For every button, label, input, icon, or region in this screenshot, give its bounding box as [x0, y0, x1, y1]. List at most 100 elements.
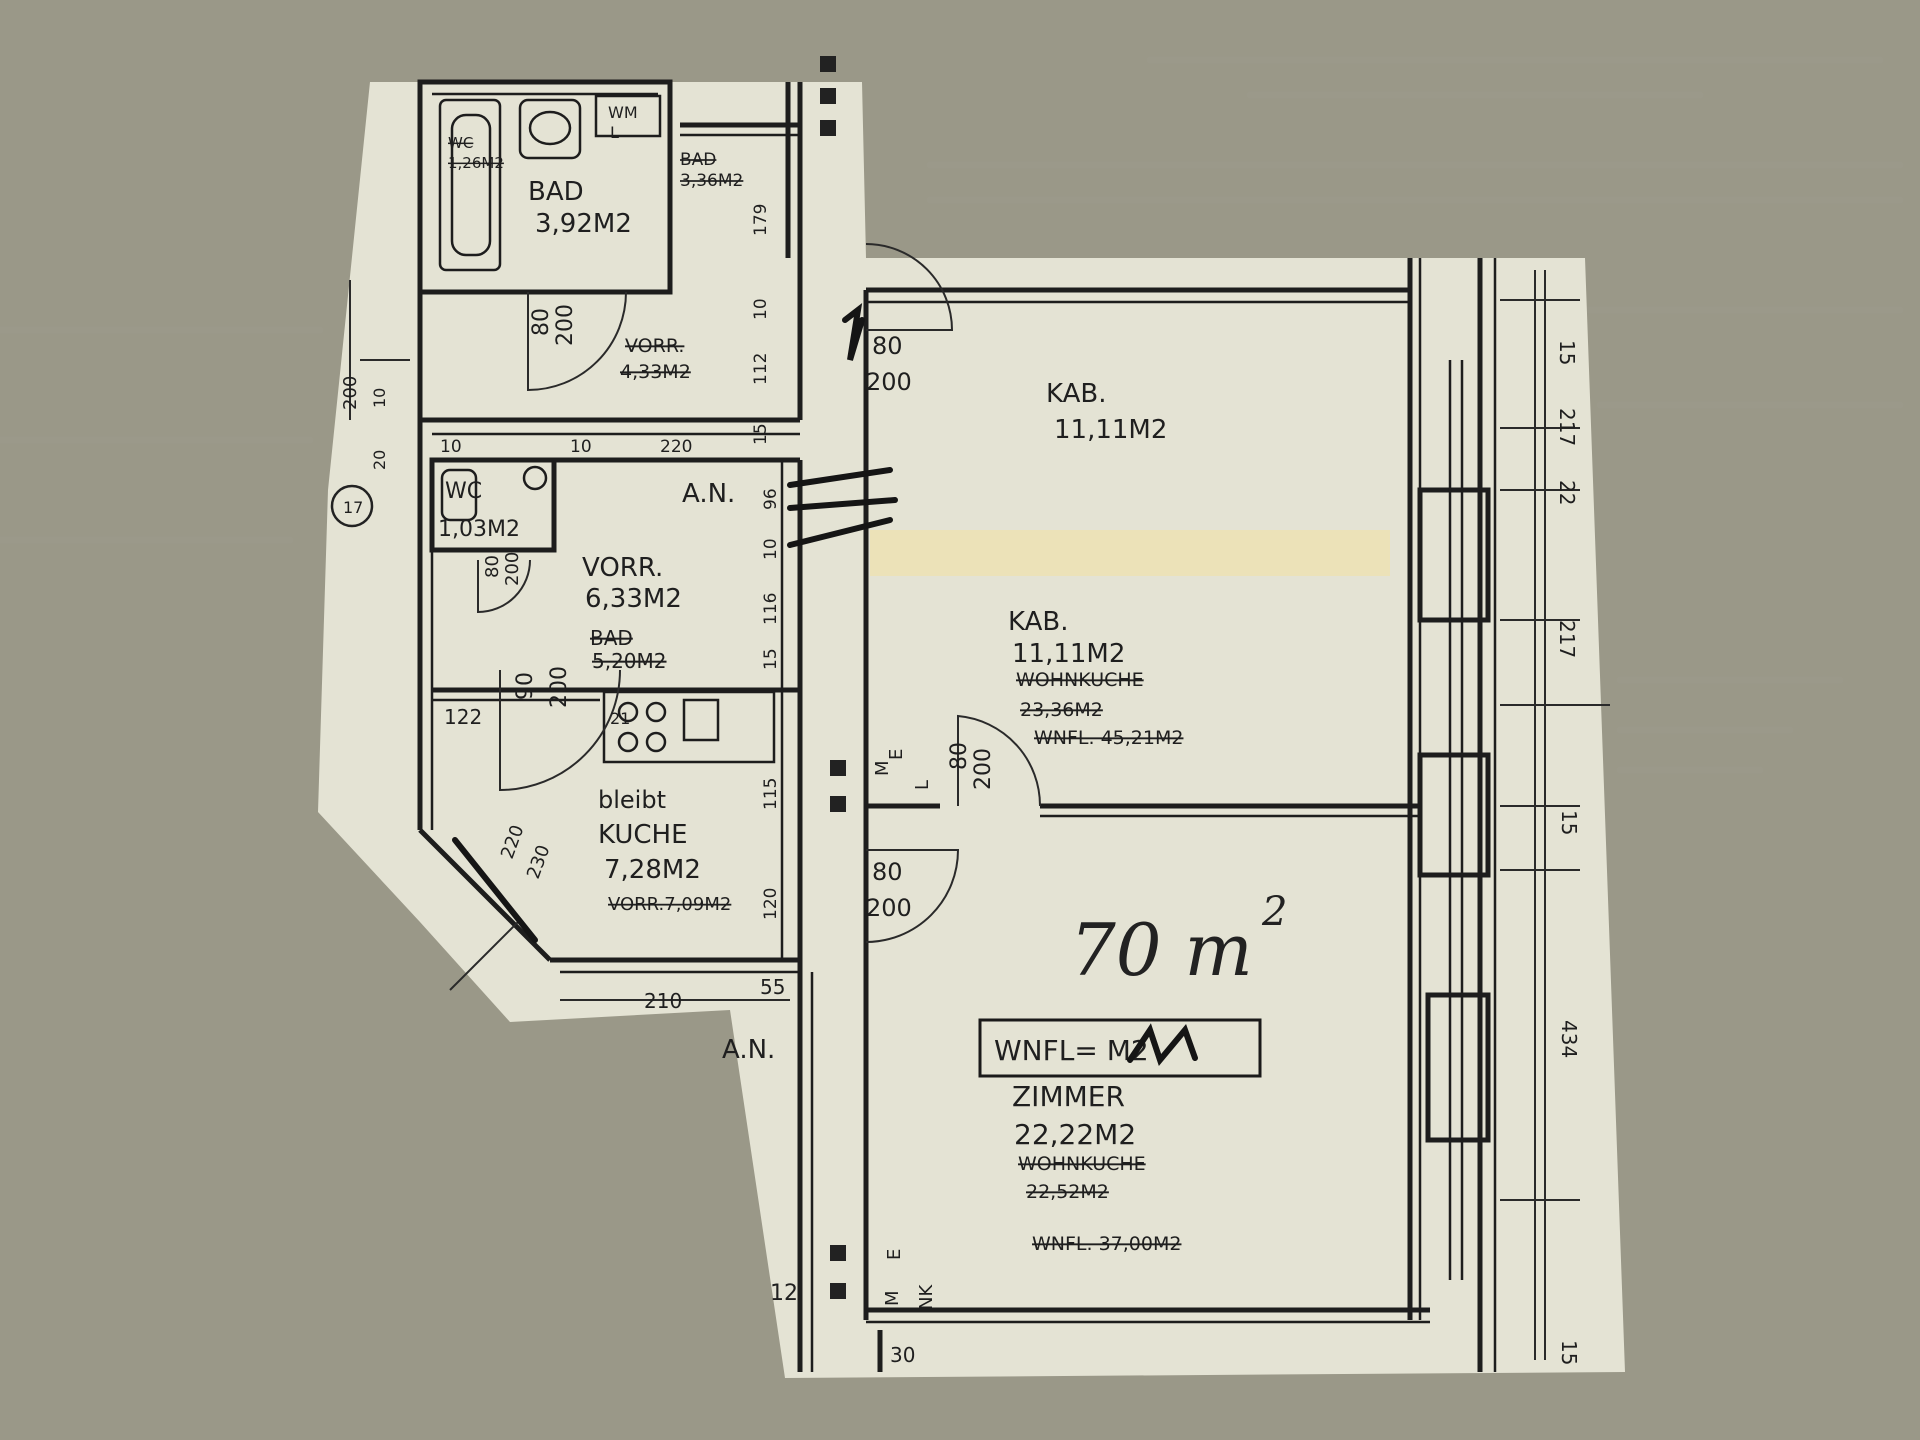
- room-old-kueche: VORR.7,09M2: [608, 894, 731, 915]
- room-name-wc-top: WC: [448, 134, 473, 152]
- dim-96: 96: [761, 488, 781, 510]
- room-old2-kab2: 23,36M2: [1020, 699, 1103, 721]
- dim-20: 20: [370, 450, 389, 470]
- room-area-bad-struck: 5,20M2: [592, 649, 667, 673]
- dim-200-h: 200: [340, 376, 361, 410]
- dim-10-a: 10: [751, 298, 771, 320]
- room-name-vorr: VORR.: [582, 553, 663, 583]
- room-area-bad: 3,92M2: [535, 209, 632, 239]
- dim-90: 90: [513, 672, 538, 700]
- sanitary-fixtures: [438, 94, 662, 522]
- meter-labels: M E L M E NK: [820, 56, 937, 1310]
- dim-80-e: 80: [482, 555, 503, 578]
- room-name-an-lower: A.N.: [722, 1035, 775, 1065]
- room-name-an-upper: A.N.: [682, 479, 735, 509]
- room-area-kab2: 11,11M2: [1012, 639, 1125, 669]
- meter-nk: NK: [916, 1284, 937, 1310]
- dim-10-d: 10: [570, 437, 592, 457]
- plan-paper-cutout: [318, 82, 1625, 1378]
- room-area-vorr-top: 4,33M2: [620, 361, 691, 383]
- socket-icon: [830, 796, 846, 812]
- room-sub-wm: L: [610, 123, 619, 142]
- room-area-bad-small: 3,36M2: [680, 171, 743, 191]
- dim-10-e: 10: [370, 388, 389, 408]
- dim-30: 30: [890, 1343, 915, 1367]
- dim-112: 112: [751, 353, 771, 385]
- dim-434: 434: [1557, 1020, 1581, 1058]
- tape-strip: [870, 530, 1390, 576]
- scribble-marks: [452, 303, 898, 943]
- room-name-bad-small: BAD: [680, 150, 716, 170]
- dim-200-b: 200: [866, 894, 912, 922]
- dim-210: 210: [644, 989, 682, 1013]
- room-area-kab1: 11,11M2: [1054, 415, 1167, 445]
- dim-200-c: 200: [971, 748, 996, 790]
- room-old3-kab2: WNFL. 45,21M2: [1034, 727, 1183, 749]
- room-labels: BAD 3,92M2 BAD 3,36M2 WC 1,26M2 WM L VOR…: [438, 103, 1183, 1255]
- room-old3-zimmer: WNFL. 37,00M2: [1032, 1233, 1181, 1255]
- dim-200-e: 200: [502, 552, 523, 586]
- room-area-wc-top: 1,26M2: [448, 154, 504, 172]
- socket-icon: [820, 88, 836, 104]
- room-name-bad: BAD: [528, 177, 584, 207]
- dimension-lines: [349, 270, 1610, 1360]
- meter-m-2: M: [882, 1290, 903, 1306]
- room-area-zimmer: 22,22M2: [1014, 1118, 1136, 1151]
- wnfl-label: WNFL= M2: [994, 1034, 1149, 1067]
- room-area-vorr: 6,33M2: [585, 584, 682, 614]
- room-name-wm: WM: [608, 103, 638, 122]
- walls: [417, 79, 1497, 1372]
- meter-m-1: M: [872, 760, 893, 776]
- dim-122: 122: [444, 705, 482, 729]
- room-name-bad-struck: BAD: [590, 626, 633, 650]
- dim-80-c: 80: [947, 742, 972, 770]
- room-old1-kab2: WOHNKUCHE: [1016, 669, 1144, 691]
- socket-icon: [830, 1283, 846, 1299]
- dim-179: 179: [751, 204, 771, 236]
- room-old1-zimmer: WOHNKUCHE: [1018, 1153, 1146, 1175]
- room-area-wc: 1,03M2: [438, 517, 520, 542]
- dim-15-b: 15: [1557, 810, 1581, 835]
- socket-icon: [830, 760, 846, 776]
- background-typed-text: [0, 56, 1904, 774]
- meter-e-2: E: [884, 1249, 905, 1260]
- kitchen-prefix: bleibt: [598, 786, 666, 814]
- dim-55: 55: [760, 975, 785, 999]
- dim-15-a: 15: [1555, 340, 1579, 365]
- room-name-kab1: KAB.: [1046, 379, 1106, 409]
- dim-200-f: 200: [547, 666, 572, 708]
- dim-217-b: 217: [1555, 620, 1579, 658]
- dimension-labels: 80 200 80 200 80 200 80 200 80 200 90 20…: [340, 204, 1581, 1367]
- meter-l-1: L: [912, 780, 933, 790]
- dim-15-e: 15: [761, 648, 781, 670]
- wnfl-scribble: [1127, 1023, 1198, 1067]
- dim-12: 12: [770, 1281, 798, 1306]
- handwritten-total-area: 70 m: [1070, 908, 1253, 992]
- dim-217-a: 217: [1555, 408, 1579, 446]
- dim-10-c: 10: [440, 437, 462, 457]
- dim-80-d: 80: [529, 308, 554, 336]
- room-old2-zimmer: 22,52M2: [1026, 1181, 1109, 1203]
- room-name-wc: WC: [445, 479, 482, 504]
- dim-15-d: 15: [751, 423, 771, 445]
- dim-120: 120: [761, 888, 781, 920]
- dim-220: 220: [660, 437, 692, 457]
- dim-200-d: 200: [553, 304, 578, 346]
- meter-e-1: E: [886, 749, 907, 760]
- section-marker: [330, 484, 374, 528]
- socket-icon: [820, 56, 836, 72]
- room-name-vorr-top: VORR.: [625, 335, 684, 357]
- dim-80-b: 80: [872, 858, 903, 886]
- socket-icon: [820, 120, 836, 136]
- room-name-zimmer: ZIMMER: [1012, 1080, 1125, 1113]
- socket-icon: [830, 1245, 846, 1261]
- dim-17: 17: [343, 498, 363, 517]
- dim-80-a: 80: [872, 332, 903, 360]
- room-name-kab2: KAB.: [1008, 607, 1068, 637]
- wnfl-box: [978, 1018, 1262, 1078]
- dim-115: 115: [761, 778, 781, 810]
- room-area-kueche: 7,28M2: [604, 855, 701, 885]
- dim-15-c: 15: [1557, 1340, 1581, 1365]
